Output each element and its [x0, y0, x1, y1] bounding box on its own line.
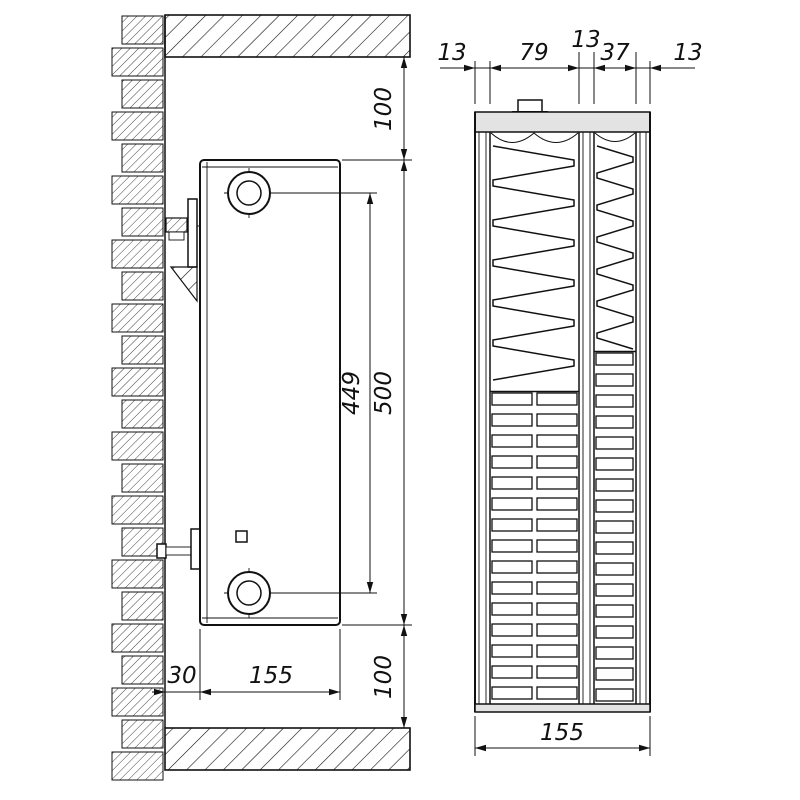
dim-bottom-clearance: 100: [371, 625, 408, 728]
dim-label-back-panel: 13: [673, 40, 702, 66]
panel-back: [635, 112, 651, 712]
grille: [490, 350, 636, 707]
dim-label-middle-panel: 13: [571, 27, 600, 53]
dim-port-spacing: 449: [339, 193, 374, 593]
drain-plug: [235, 530, 248, 543]
dim-label-wall-offset: 30: [167, 663, 196, 689]
water-channel-scallops: [490, 132, 636, 143]
dim-label-port-spacing: 449: [339, 371, 365, 415]
dim-section-width: 155: [474, 716, 651, 756]
dim-wall-offset-and-depth: 30 155: [152, 629, 341, 700]
dim-label-bottom-clearance: 100: [371, 655, 397, 699]
dim-total-height: 500: [371, 160, 408, 625]
dim-label-total-height: 500: [371, 371, 397, 415]
bottom-cover: [474, 703, 651, 713]
dim-section-top: 13 79 13 37 13: [437, 27, 703, 104]
radiator-body: [199, 159, 341, 626]
bottom-port: [224, 568, 377, 618]
radiator-side: [199, 159, 377, 626]
dim-label-top-clearance: 100: [371, 87, 397, 131]
top-cover: [474, 111, 651, 133]
dim-label-back-gap: 37: [600, 40, 630, 66]
radiator-section: [474, 99, 651, 713]
convector-fins-left: [492, 145, 575, 381]
dim-label-front-gap: 79: [519, 40, 548, 66]
ceiling-slab: [164, 14, 411, 58]
section-view: 13 79 13 37 13 155: [437, 27, 703, 756]
panel-front: [474, 112, 491, 712]
top-port: [224, 168, 377, 218]
dim-label-overall-width: 155: [540, 720, 584, 746]
brick-wall: [111, 15, 166, 781]
mounting-bracket-top: [165, 198, 200, 303]
convector-fins-right: [596, 145, 634, 350]
dim-label-depth: 155: [249, 663, 293, 689]
floor-slab: [164, 727, 411, 771]
side-view: 100 500 449 100 30 155: [111, 14, 412, 781]
dim-top-clearance: 100: [371, 57, 408, 160]
panel-middle: [578, 132, 595, 704]
dim-label-front-panel: 13: [437, 40, 466, 66]
air-vent-plug: [517, 99, 543, 113]
